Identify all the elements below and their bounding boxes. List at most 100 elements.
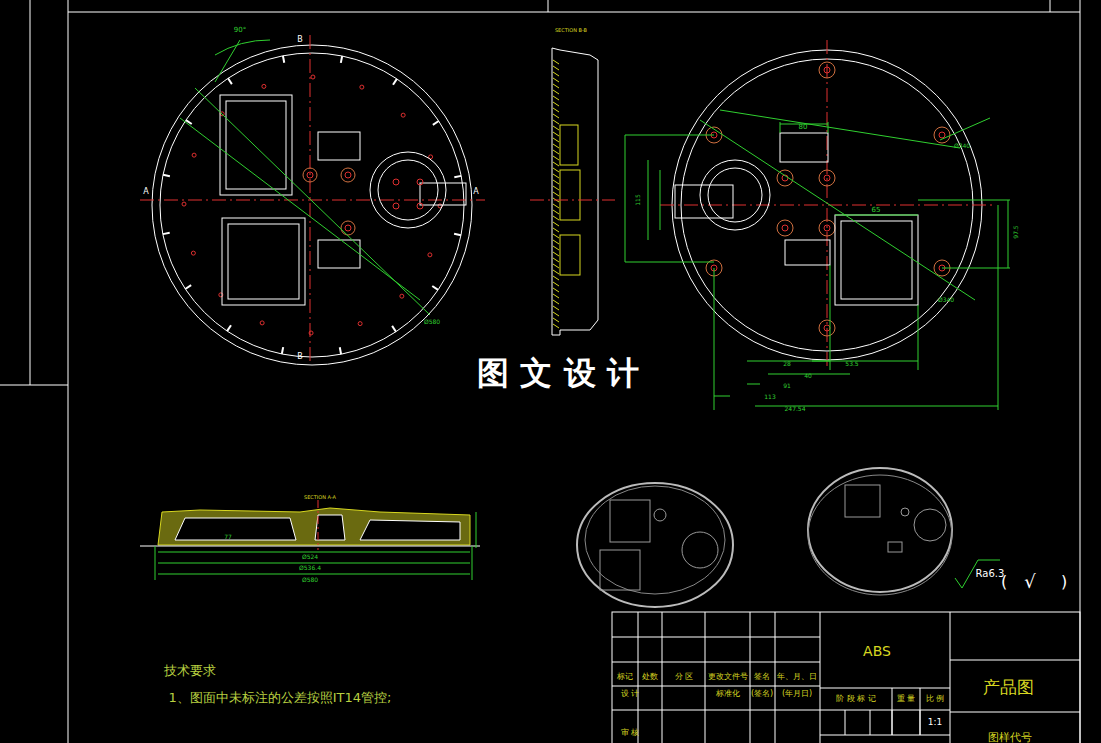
leader-line: [940, 118, 990, 140]
battery-pocket: [835, 215, 918, 305]
dimension-line: [215, 40, 240, 82]
dimension-text: B: [297, 353, 303, 361]
screw-boss: [303, 168, 317, 182]
battery-pocket: [220, 95, 292, 195]
table-line: [612, 686, 820, 687]
table-cell: 年、月、日: [777, 673, 817, 681]
table-line: [612, 710, 820, 711]
section-hatch: [553, 102, 559, 106]
frame-line: [1050, 0, 1051, 12]
dimension-text: Ø524: [302, 554, 318, 560]
section-outline: [552, 48, 598, 335]
table-cell: 签名: [754, 673, 770, 681]
section-hatch: [553, 252, 559, 256]
rib-tick: [392, 326, 396, 332]
dimension-line: [660, 170, 661, 230]
table-cell: 标记: [617, 673, 633, 681]
frame-line: [0, 385, 68, 386]
section-hatch: [553, 324, 559, 328]
dimension-line: [158, 563, 470, 564]
section-hatch: [553, 150, 559, 154]
table-line: [705, 612, 706, 743]
centerline: [140, 200, 485, 201]
motor-boss: [370, 152, 446, 228]
extension-line: [918, 305, 919, 370]
table-line: [612, 662, 820, 663]
screw-hole: [307, 172, 313, 178]
section-hatch: [553, 174, 559, 178]
screw-hole: [345, 225, 351, 231]
extension-line: [830, 265, 831, 370]
angle-dimension: [215, 40, 270, 55]
section-hatch: [553, 108, 559, 112]
cad-line: [140, 546, 480, 547]
render-boss: [914, 509, 946, 541]
table-line: [950, 660, 1080, 661]
screw-hole: [782, 225, 788, 231]
table-cell: 处数: [642, 673, 658, 681]
watermark: 图 文 设 计: [471, 355, 644, 391]
screw-boss: [819, 62, 835, 78]
table-cell: 标准化: [716, 690, 740, 698]
pocket-outline: [780, 133, 828, 162]
table-cell: 审 核: [621, 729, 640, 737]
rib-tick: [227, 325, 231, 331]
section-hatch: [553, 300, 559, 304]
pin-dot: [428, 253, 432, 257]
section-hatch: [553, 210, 559, 214]
section-hatch: [553, 294, 559, 298]
section-hatch: [553, 162, 559, 166]
extension-line: [998, 205, 999, 410]
table-cell: 更改文件号: [708, 673, 748, 681]
frame-line: [68, 0, 69, 743]
section-rib: [560, 170, 580, 220]
dimension-text: ): [1061, 574, 1067, 590]
pin-dot: [311, 75, 315, 79]
section-hatch: [553, 270, 559, 274]
dimension-line: [648, 160, 649, 240]
section-hatch: [553, 138, 559, 142]
dimension-line: [747, 384, 760, 385]
frame-line: [30, 0, 31, 385]
table-cell: 重 量: [897, 695, 916, 703]
dimension-text: 53.5: [845, 361, 858, 367]
rib-tick: [454, 234, 461, 235]
dimension-text: 90°: [234, 27, 246, 34]
section-hatch: [553, 222, 559, 226]
table-cell: 分 区: [675, 673, 694, 681]
pocket-outline: [318, 240, 360, 268]
section-hatch: [553, 264, 559, 268]
table-line: [820, 735, 950, 736]
section-hatch: [553, 246, 559, 250]
table-cell: ABS: [863, 644, 891, 658]
dimension-text: SECTION B-B: [555, 28, 587, 33]
extension-line: [625, 262, 714, 263]
dimension-text: 247.54: [785, 406, 806, 412]
table-line: [892, 688, 893, 735]
outer-rim: [152, 45, 472, 365]
frame-line: [548, 0, 549, 12]
screw-hole: [417, 203, 423, 209]
pin-dot: [191, 251, 195, 255]
dimension-line: [158, 552, 470, 553]
section-fill: [158, 508, 470, 545]
dimension-text: 77: [224, 534, 232, 540]
extension-line: [155, 546, 156, 580]
section-hatch: [553, 156, 559, 160]
dimension-line: [1008, 200, 1009, 268]
screw-boss: [819, 170, 835, 186]
pin-dot: [358, 322, 362, 326]
table-cell: 设 计: [621, 690, 640, 698]
frame-line: [68, 12, 1080, 13]
motor-boss: [700, 160, 770, 230]
section-hatch: [553, 204, 559, 208]
screw-boss: [341, 168, 355, 182]
screw-boss: [777, 220, 793, 236]
leader-line: [700, 120, 975, 300]
section-hatch: [553, 66, 559, 70]
section-hatch: [553, 306, 559, 310]
rib-tick: [228, 78, 232, 84]
motor-boss: [378, 160, 438, 220]
pin-dot: [262, 84, 266, 88]
section-hatch: [553, 312, 559, 316]
